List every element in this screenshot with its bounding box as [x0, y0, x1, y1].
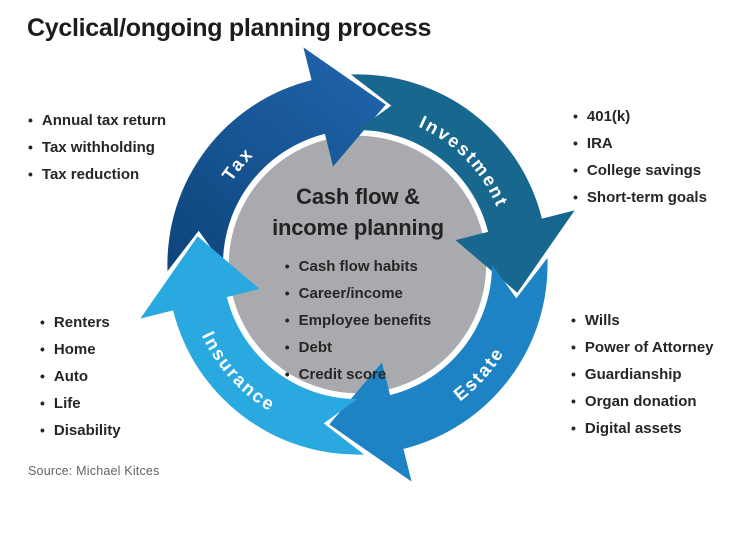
page-title: Cyclical/ongoing planning process — [27, 14, 432, 42]
center-content: Cash flow & income planning • Cash flow h… — [233, 181, 483, 388]
bullet-dot: • — [40, 314, 45, 330]
bullet-dot: • — [40, 368, 45, 384]
list-item-label: Disability — [53, 422, 121, 439]
list-item-label: Credit score — [298, 366, 387, 383]
list-item-label: Renters — [53, 314, 110, 331]
list-item: • 401(k) — [573, 103, 707, 130]
bullet-dot: • — [40, 341, 45, 357]
bullet-dot: • — [284, 339, 290, 355]
bullet-dot: • — [40, 422, 45, 438]
list-item: • IRA — [573, 130, 707, 157]
list-item: • Guardianship — [571, 361, 714, 388]
list-item: • Career/income — [285, 280, 431, 307]
list-item-label: Tax reduction — [41, 166, 140, 183]
source-credit: Source: Michael Kitces — [28, 464, 160, 478]
list-item-label: Cash flow habits — [298, 258, 418, 275]
list-item: • Home — [40, 336, 121, 363]
list-item-label: Tax withholding — [41, 139, 155, 156]
bullet-dot: • — [571, 420, 576, 436]
list-item-label: Guardianship — [584, 366, 682, 383]
list-item: • Life — [40, 390, 121, 417]
list-item: • Tax withholding — [28, 134, 166, 161]
estate-detail-list: •Wills •Power of Attorney •Guardianship … — [571, 307, 714, 442]
bullet-dot: • — [573, 189, 578, 205]
list-item-label: Organ donation — [584, 393, 697, 410]
bullet-dot: • — [573, 135, 578, 151]
bullet-dot: • — [573, 108, 578, 124]
cycle-diagram: Tax Investment Estate Insurance — [140, 47, 575, 482]
list-item: • Cash flow habits — [285, 253, 431, 280]
list-item: • Employee benefits — [285, 307, 431, 334]
bullet-dot: • — [284, 366, 290, 382]
list-item-label: Digital assets — [584, 420, 682, 437]
center-heading-line1: Cash flow & — [296, 184, 420, 209]
bullet-dot: • — [573, 162, 578, 178]
list-item-label: Power of Attorney — [584, 339, 714, 356]
bullet-dot: • — [28, 112, 33, 128]
list-item-label: Debt — [298, 339, 333, 356]
center-circle — [228, 135, 487, 394]
list-item: • Short-term goals — [573, 184, 707, 211]
list-item: • Debt — [285, 334, 431, 361]
bullet-dot: • — [28, 166, 33, 182]
list-item: • Power of Attorney — [571, 334, 714, 361]
tax-detail-list: • Annual tax return • Tax withholding • Tax… — [28, 107, 166, 188]
investment-detail-list: • 401(k) • IRA • College savings • Short-ter… — [573, 103, 707, 211]
list-item: • Disability — [40, 417, 121, 444]
list-item: • Annual tax return — [28, 107, 166, 134]
center-bullet-list: • Cash flow habits • Career/income • Employ… — [285, 253, 431, 388]
list-item-label: College savings — [586, 162, 702, 179]
list-item: • Digital assets — [571, 415, 714, 442]
bullet-dot: • — [571, 366, 576, 382]
center-heading-line2: income planning — [272, 215, 444, 240]
bullet-dot: • — [571, 312, 576, 328]
bullet-dot: • — [28, 139, 33, 155]
list-item: • Credit score — [285, 361, 431, 388]
list-item-label: IRA — [586, 135, 613, 152]
list-item: • Renters — [40, 309, 121, 336]
list-item-label: Home — [53, 341, 96, 358]
bullet-dot: • — [571, 393, 576, 409]
bullet-dot: • — [571, 339, 576, 355]
bullet-dot: • — [284, 312, 290, 328]
list-item-label: Annual tax return — [41, 112, 167, 129]
list-item: • Tax reduction — [28, 161, 166, 188]
list-item: • Auto — [40, 363, 121, 390]
list-item-label: Career/income — [298, 285, 403, 302]
list-item-label: Short-term goals — [586, 189, 707, 206]
list-item-label: Wills — [584, 312, 620, 329]
bullet-dot: • — [284, 285, 290, 301]
bullet-dot: • — [40, 395, 45, 411]
list-item-label: Life — [53, 395, 81, 412]
bullet-dot: • — [284, 258, 290, 274]
insurance-detail-list: • Renters • Home • Auto • Life • Disability — [40, 309, 121, 444]
list-item-label: 401(k) — [586, 108, 631, 125]
list-item-label: Employee benefits — [298, 312, 432, 329]
center-heading: Cash flow & income planning — [233, 181, 483, 243]
list-item: • Organ donation — [571, 388, 714, 415]
list-item: • College savings — [573, 157, 707, 184]
list-item: • Wills — [571, 307, 714, 334]
list-item-label: Auto — [53, 368, 89, 385]
